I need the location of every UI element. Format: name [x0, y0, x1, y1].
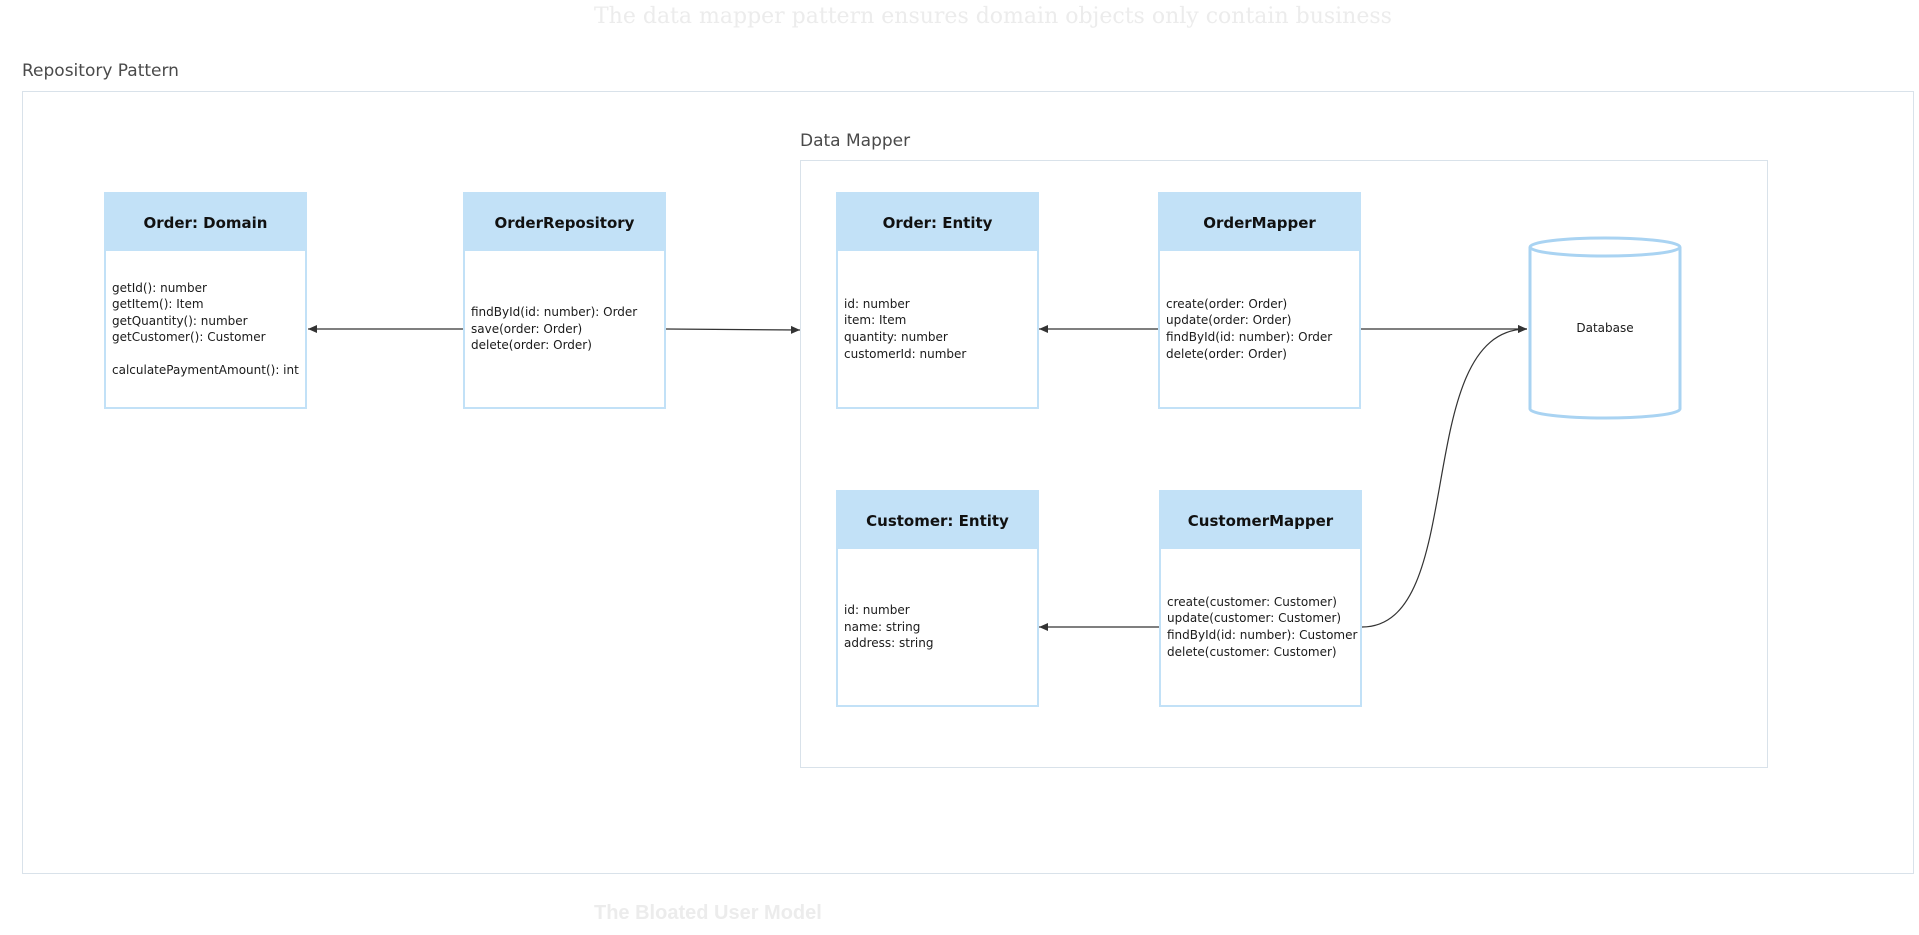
database-label: Database [1576, 321, 1634, 335]
order-domain-class[interactable]: Order: Domain getId(): number getItem():… [104, 192, 307, 409]
class-members: id: number item: Item quantity: number c… [838, 251, 1037, 407]
order-repository-class[interactable]: OrderRepository findById(id: number): Or… [463, 192, 666, 409]
class-title: CustomerMapper [1161, 492, 1360, 549]
class-member: address: string [844, 636, 934, 651]
database-cylinder-icon[interactable] [1528, 235, 1682, 423]
class-member: create(order: Order) [1166, 296, 1288, 311]
class-title: OrderRepository [465, 194, 664, 251]
class-member: delete(order: Order) [1166, 346, 1287, 361]
arrow-repository-to-data-mapper [665, 325, 801, 334]
class-member: update(order: Order) [1166, 313, 1292, 328]
class-member: findById(id: number): Customer [1167, 628, 1358, 642]
class-member: create(customer: Customer) [1167, 594, 1337, 609]
background-caption: The data mapper pattern ensures domain o… [594, 4, 1392, 29]
class-member: id: number [844, 603, 910, 618]
class-member: delete(order: Order) [471, 338, 592, 353]
class-members: create(customer: Customer) update(custom… [1161, 549, 1360, 705]
class-title: Customer: Entity [838, 492, 1037, 549]
class-members: create(order: Order) update(order: Order… [1160, 251, 1359, 407]
class-member: getCustomer(): Customer [112, 330, 266, 345]
class-members: id: number name: string address: string [838, 549, 1037, 705]
class-member: getId(): number [112, 280, 207, 295]
data-mapper-frame[interactable] [800, 160, 1768, 768]
background-heading: The Bloated User Model [594, 902, 822, 924]
class-member: calculatePaymentAmount(): int [112, 362, 299, 377]
order-entity-class[interactable]: Order: Entity id: number item: Item quan… [836, 192, 1039, 409]
class-member: findById(id: number): Order [471, 305, 638, 320]
class-title: OrderMapper [1160, 194, 1359, 251]
class-members: findById(id: number): Order save(order: … [465, 251, 664, 407]
class-member: item: Item [844, 313, 907, 328]
class-title: Order: Entity [838, 194, 1037, 251]
customer-mapper-class[interactable]: CustomerMapper create(customer: Customer… [1159, 490, 1362, 707]
repository-pattern-label: Repository Pattern [22, 61, 179, 81]
order-mapper-class[interactable]: OrderMapper create(order: Order) update(… [1158, 192, 1361, 409]
class-member: delete(customer: Customer) [1167, 644, 1337, 659]
class-title: Order: Domain [106, 194, 305, 251]
class-member: save(order: Order) [471, 321, 583, 336]
class-member: getItem(): Item [112, 297, 204, 312]
class-members: getId(): number getItem(): Item getQuant… [106, 251, 305, 407]
data-mapper-label: Data Mapper [800, 131, 911, 151]
class-member: quantity: number [844, 330, 948, 344]
class-member: findById(id: number): Order [1166, 330, 1333, 344]
class-member: update(customer: Customer) [1167, 611, 1342, 626]
class-member: id: number [844, 296, 910, 311]
class-member: customerId: number [844, 346, 967, 361]
repository-pattern-frame[interactable] [22, 91, 1914, 874]
customer-entity-class[interactable]: Customer: Entity id: number name: string… [836, 490, 1039, 707]
class-member: name: string [844, 619, 921, 634]
arrow-customermapper-to-database [1361, 325, 1528, 628]
class-member: getQuantity(): number [112, 313, 248, 328]
